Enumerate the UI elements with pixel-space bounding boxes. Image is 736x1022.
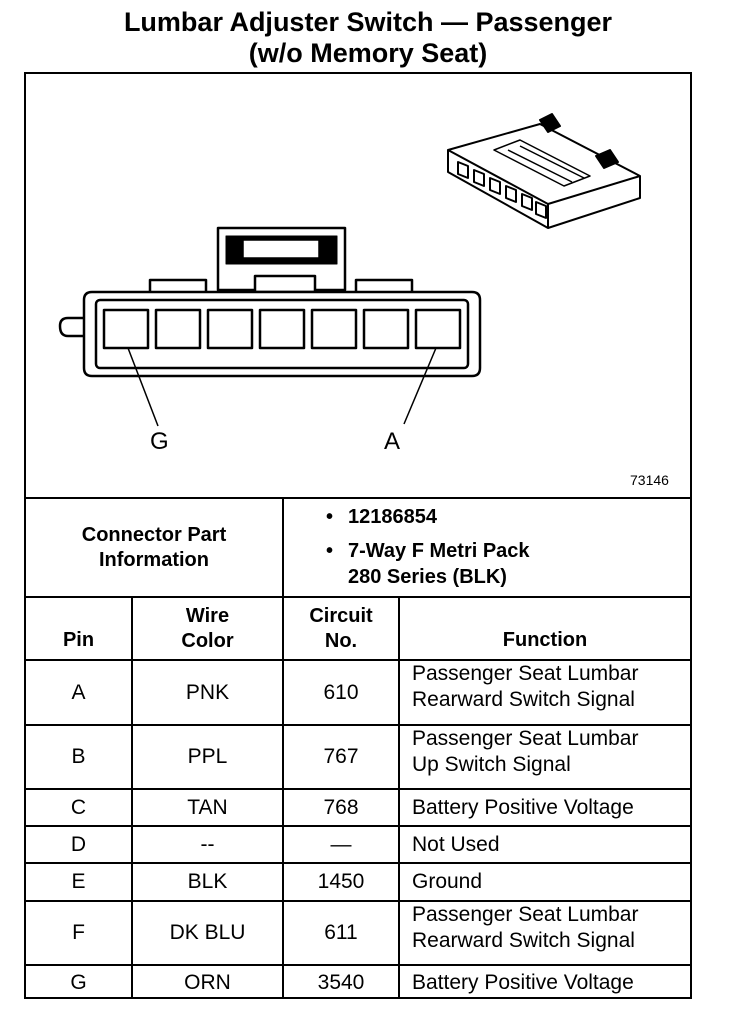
circuit-cell: —: [330, 832, 352, 856]
circuit-cell: 767: [323, 745, 359, 768]
header-pin: Pin: [62, 629, 95, 651]
function-cell: Battery Positive Voltage: [412, 970, 634, 994]
connector-diagram: [58, 113, 641, 427]
header-circuit-no: Circuit No.: [309, 604, 373, 652]
connector-type: •7-Way F Metri Pack: [326, 540, 530, 562]
page-title: Lumbar Adjuster Switch — Passenger: [123, 7, 613, 37]
connector-series: 280 Series (BLK): [348, 566, 507, 588]
pin-cell: C: [70, 795, 87, 819]
pin-cell: D: [70, 832, 87, 856]
wire-color-cell: PNK: [185, 680, 230, 704]
circuit-cell: 611: [324, 921, 358, 944]
page-subtitle: (w/o Memory Seat): [248, 38, 488, 68]
document-frame: [24, 72, 692, 999]
pin-cell: B: [71, 745, 86, 768]
function-cell: Battery Positive Voltage: [412, 795, 634, 819]
circuit-cell: 768: [323, 795, 359, 819]
circuit-cell: 1450: [317, 870, 365, 893]
wire-color-cell: --: [200, 832, 215, 856]
connector-part-number: •12186854: [326, 506, 437, 528]
function-cell: Not Used: [412, 832, 500, 856]
figure-number: 73146: [630, 472, 669, 488]
wire-color-cell: PPL: [187, 745, 228, 768]
pin-cell: F: [72, 921, 85, 944]
pin-label-g: G: [150, 428, 169, 455]
connector-info-label-text: Connector Part Information: [81, 523, 227, 571]
pin-cell: E: [71, 870, 86, 893]
wire-color-cell: DK BLU: [169, 921, 246, 944]
circuit-cell: 610: [323, 680, 359, 704]
wire-color-cell: TAN: [187, 795, 228, 819]
connector-info-label: Connector Part Information: [26, 499, 282, 596]
circuit-cell: 3540: [317, 970, 365, 994]
wire-color-cell: ORN: [184, 970, 231, 994]
wire-color-cell: BLK: [187, 870, 228, 893]
function-cell: Ground: [412, 870, 483, 893]
pin-cell: G: [70, 970, 87, 994]
pin-cell: A: [71, 680, 86, 704]
pin-label-a: A: [384, 428, 401, 455]
connector-info-list: •12186854 •7-Way F Metri Pack 280 Series…: [326, 504, 530, 590]
header-wire-color: Wire Color: [181, 604, 234, 652]
header-function: Function: [502, 629, 588, 651]
